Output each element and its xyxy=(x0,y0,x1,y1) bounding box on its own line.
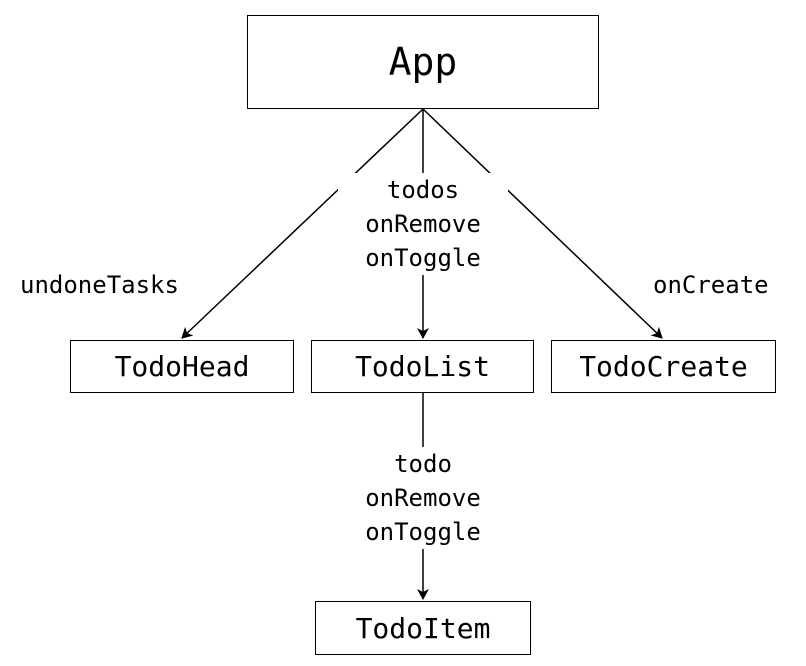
todolist-node: TodoList xyxy=(311,340,534,393)
prop-on-create: onCreate xyxy=(653,271,769,299)
edge-label-on-create: onCreate xyxy=(653,268,769,302)
todoitem-node: TodoItem xyxy=(315,601,531,655)
todoitem-node-label: TodoItem xyxy=(355,611,491,645)
todohead-node-label: TodoHead xyxy=(114,350,250,383)
prop-on-remove: onRemove xyxy=(365,484,481,512)
prop-todo: todo xyxy=(394,450,452,478)
prop-on-toggle: onToggle xyxy=(365,518,481,546)
todolist-node-label: TodoList xyxy=(355,350,490,383)
todocreate-node: TodoCreate xyxy=(551,340,776,393)
app-node: App xyxy=(247,15,599,109)
app-node-label: App xyxy=(388,40,458,84)
edge-label-undone-tasks: undoneTasks xyxy=(20,268,179,302)
edge-label-todoitem-props: todo onRemove onToggle xyxy=(338,447,508,549)
todocreate-node-label: TodoCreate xyxy=(579,350,748,383)
edge-label-todolist-props: todos onRemove onToggle xyxy=(338,173,508,275)
edge-app-to-todocreate xyxy=(422,108,663,339)
todohead-node: TodoHead xyxy=(70,340,294,393)
prop-on-remove: onRemove xyxy=(365,210,481,238)
prop-todos: todos xyxy=(386,176,460,204)
edge-app-to-todohead xyxy=(181,108,424,339)
prop-undone-tasks: undoneTasks xyxy=(20,271,179,299)
prop-on-toggle: onToggle xyxy=(365,244,481,272)
